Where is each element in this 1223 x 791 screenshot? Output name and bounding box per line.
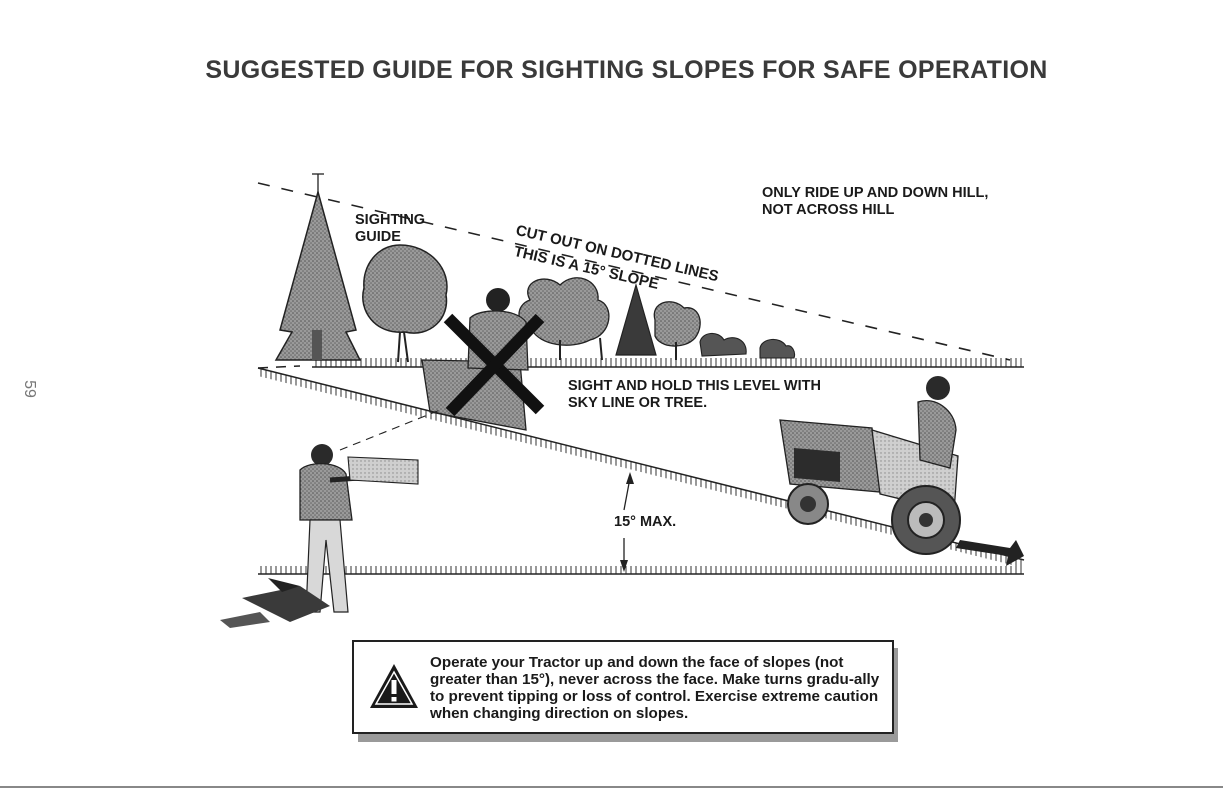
upper-ground bbox=[312, 358, 1024, 368]
ride-line2: NOT ACROSS HILL bbox=[762, 202, 895, 218]
sight-instruction-label: SIGHT AND HOLD THIS LEVEL WITH SKY LINE … bbox=[568, 378, 821, 412]
riding-tractor bbox=[779, 376, 1024, 566]
sight-line1: SIGHT AND HOLD THIS LEVEL WITH bbox=[568, 378, 821, 394]
max-angle-label: 15° MAX. bbox=[614, 514, 677, 530]
page-title: SUGGESTED GUIDE FOR SIGHTING SLOPES FOR … bbox=[205, 56, 1048, 84]
tree-cluster bbox=[518, 277, 796, 361]
angle-indicator bbox=[620, 472, 634, 572]
bottom-rule bbox=[0, 786, 1223, 788]
round-tree bbox=[362, 244, 448, 363]
sighting-guide-line1: SIGHTING bbox=[355, 212, 426, 228]
warning-box: Operate your Tractor up and down the fac… bbox=[352, 640, 894, 734]
warning-triangle-icon bbox=[370, 664, 418, 708]
crossed-out-tractor bbox=[421, 288, 545, 431]
sighting-dashed-line bbox=[257, 182, 1011, 361]
sight-line2: SKY LINE OR TREE. bbox=[568, 395, 708, 411]
sighting-guide-line2: GUIDE bbox=[355, 229, 401, 245]
pine-tree bbox=[274, 189, 362, 361]
person-sighting bbox=[220, 409, 441, 628]
ride-line1: ONLY RIDE UP AND DOWN HILL, bbox=[762, 185, 989, 201]
lower-ground bbox=[258, 566, 1024, 575]
ride-direction-label: ONLY RIDE UP AND DOWN HILL, NOT ACROSS H… bbox=[762, 185, 988, 219]
sighting-guide-label: SIGHTING GUIDE bbox=[355, 212, 425, 246]
warning-text: Operate your Tractor up and down the fac… bbox=[430, 654, 880, 722]
